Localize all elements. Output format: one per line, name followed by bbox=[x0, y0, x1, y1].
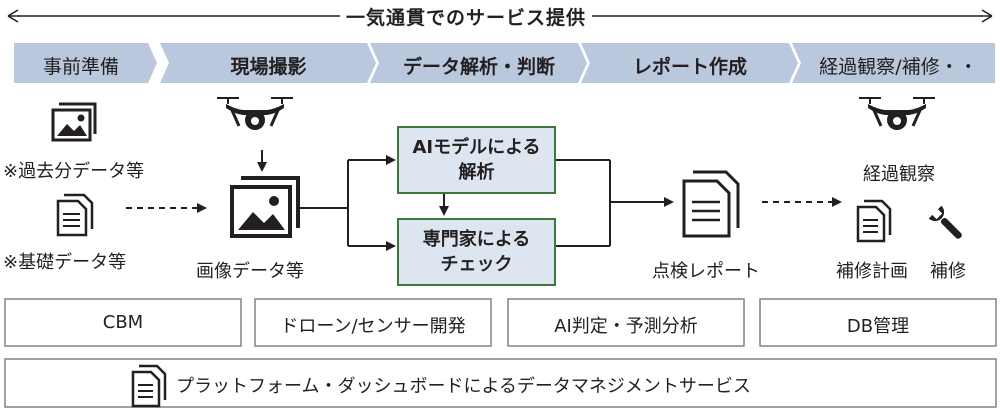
phase-label-followup: 経過観察/補修・・ bbox=[819, 56, 978, 78]
observation-label: 経過観察 bbox=[863, 164, 935, 185]
drone-icon-followup bbox=[859, 97, 935, 130]
tech-box-db: DB管理 bbox=[846, 316, 910, 337]
platform-label: プラットフォーム・ダッシュボードによるデータマネジメントサービス bbox=[176, 376, 751, 397]
repair-plan-label: 補修計画 bbox=[836, 261, 908, 282]
repair-label: 補修 bbox=[930, 261, 966, 282]
image-data-icon bbox=[230, 176, 300, 238]
platform-box bbox=[4, 358, 997, 408]
ai-analysis-text: AIモデルによる 解析 bbox=[398, 135, 555, 185]
report-label: 点検レポート bbox=[652, 261, 760, 282]
phase-chevron-followup bbox=[792, 43, 995, 83]
image-data-label: 画像データ等 bbox=[196, 261, 304, 282]
phase-chevron-prep bbox=[14, 43, 157, 83]
phase-chevron-analysis bbox=[370, 43, 587, 83]
wrench-icon bbox=[928, 205, 962, 239]
phase-chevron-shooting bbox=[160, 43, 376, 83]
phase-chevrons bbox=[14, 43, 995, 83]
ai-analysis-line1: AIモデルによる bbox=[412, 137, 541, 158]
service-title: 一気通貫でのサービス提供 bbox=[340, 3, 593, 30]
document-icon-base bbox=[56, 193, 94, 237]
drone-icon bbox=[217, 97, 293, 130]
repair-plan-document-icon bbox=[856, 199, 892, 243]
base-data-label: ※基礎データ等 bbox=[3, 252, 127, 273]
ai-analysis-line2: 解析 bbox=[458, 162, 495, 183]
phase-label-shooting: 現場撮影 bbox=[230, 56, 307, 78]
expert-check-box bbox=[397, 218, 556, 286]
tech-box-ai-prediction: AI判定・予測分析 bbox=[554, 316, 698, 337]
tech-boxes bbox=[4, 298, 997, 347]
ai-analysis-box bbox=[397, 126, 556, 194]
expert-check-line2: チェック bbox=[440, 254, 513, 275]
branch-connector bbox=[300, 155, 396, 251]
phase-label-prep: 事前準備 bbox=[42, 56, 119, 78]
report-document-icon bbox=[682, 170, 740, 238]
expert-check-text: 専門家による チェック bbox=[398, 227, 555, 277]
phase-chevron-report bbox=[581, 43, 798, 83]
expert-check-line1: 専門家による bbox=[422, 229, 531, 250]
platform-document-icon bbox=[131, 364, 167, 408]
tech-box-cbm: CBM bbox=[102, 312, 144, 333]
tech-box-drone-sensor: ドローン/センサー開発 bbox=[280, 316, 466, 337]
merge-connector bbox=[556, 159, 674, 247]
image-stack-icon bbox=[51, 102, 97, 142]
phase-label-report: レポート作成 bbox=[632, 56, 747, 78]
phase-label-analysis: データ解析・判断 bbox=[402, 56, 555, 78]
past-data-label: ※過去分データ等 bbox=[3, 161, 145, 182]
